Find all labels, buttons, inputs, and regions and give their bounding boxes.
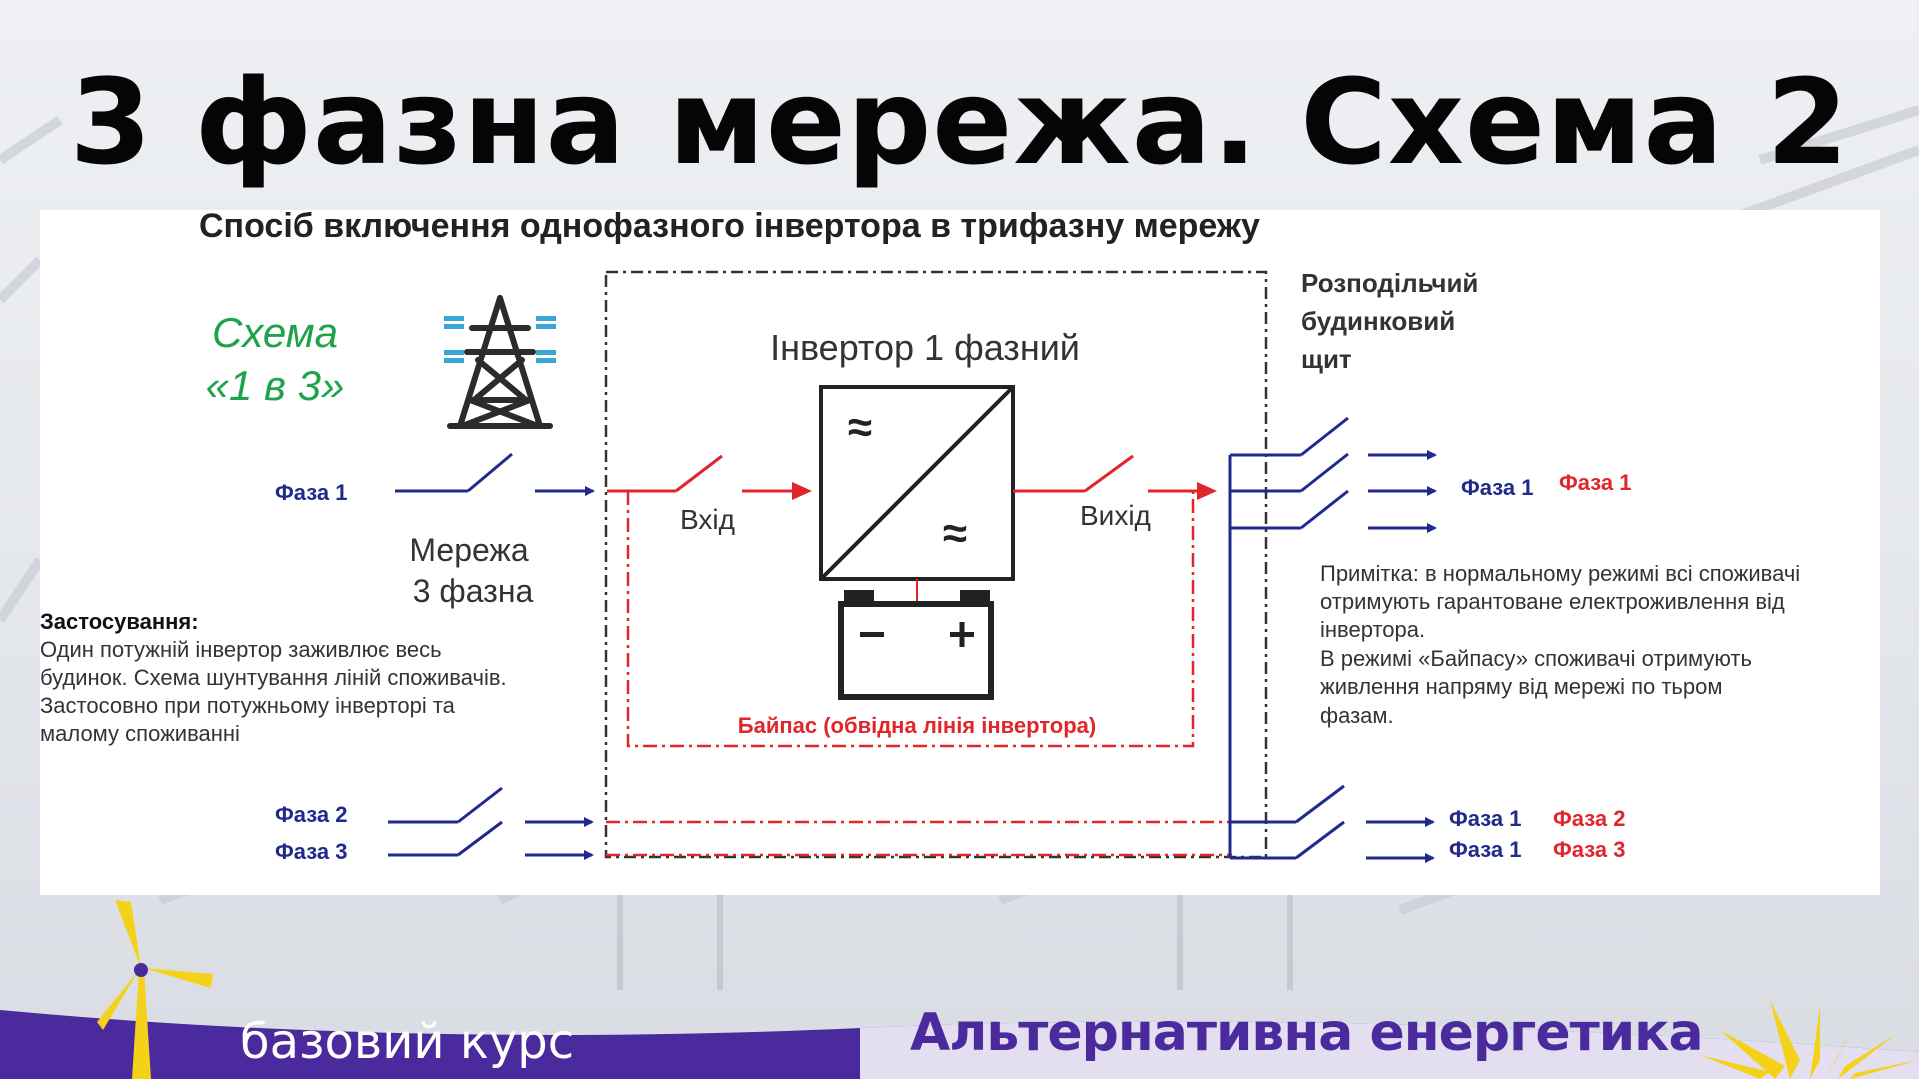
wiring-diagram: Спосіб включення однофазного інвертора в… (40, 210, 1806, 864)
application-line-1: Один потужній інвертор заживлює весь (40, 637, 442, 662)
application-line-3: Застосовно при потужньому інверторі та (40, 693, 456, 718)
note-line-4: В режимі «Байпасу» споживачі отримують (1320, 646, 1752, 671)
note-line-3: інвертора. (1320, 617, 1425, 642)
out-mid-red: Фаза 2 (1553, 806, 1626, 831)
phase1-grid-switch (467, 452, 513, 493)
panel-label-line2: будинковий (1301, 306, 1455, 336)
distribution-bus (1228, 416, 1349, 860)
svg-text:Примітка: в нормальному режимі: Примітка: в нормальному режимі всі спожи… (1320, 561, 1806, 728)
diagram-title: Спосіб включення однофазного інвертора в… (199, 210, 1260, 245)
bypass-line (626, 491, 1195, 748)
svg-text:Один потужній інвертор заживлю: Один потужній інвертор заживлює весь буд… (40, 637, 513, 746)
inverter-boundary (604, 270, 1268, 859)
bypass-label: Байпас (обвідна лінія інвертора) (738, 713, 1096, 738)
ac-symbol-bottom: ≈ (943, 509, 967, 558)
grid-label-line1: Мережа (409, 532, 528, 568)
application-line-2: будинок. Схема шунтування ліній споживач… (40, 665, 507, 690)
out-mid-blue: Фаза 1 (1449, 806, 1522, 831)
sun-icon (1700, 1000, 1919, 1079)
input-label: Вхід (680, 504, 735, 535)
inverter-box (819, 385, 1015, 581)
scheme-label-line2: «1 в 3» (206, 362, 345, 409)
inverter-label: Інвертор 1 фазний (770, 327, 1080, 368)
phase3-grid-switch (457, 820, 503, 857)
note-line-6: фазам. (1320, 703, 1394, 728)
inverter-input-switch (675, 454, 723, 493)
footer-band (0, 1010, 1919, 1079)
out-top-red: Фаза 1 (1559, 470, 1632, 495)
course-label: базовий курс (240, 1014, 575, 1070)
out-bot-red: Фаза 3 (1553, 837, 1626, 862)
note-line-2: отримують гарантоване електроживлення ві… (1320, 589, 1785, 614)
out-bot-blue: Фаза 1 (1449, 837, 1522, 862)
note-line-1: Примітка: в нормальному режимі всі спожи… (1320, 561, 1800, 586)
insulator-icons (444, 316, 556, 363)
out-top-blue: Фаза 1 (1461, 475, 1534, 500)
phase2-grid-switch (457, 786, 503, 824)
scheme-label-line1: Схема (212, 309, 338, 356)
brand-label: Альтернативна енергетика (910, 1003, 1704, 1063)
wind-turbine-icon (97, 900, 213, 1079)
battery-icon (838, 590, 994, 700)
phase2-label: Фаза 2 (275, 802, 348, 827)
panel-label-line3: щит (1301, 344, 1352, 374)
note-line-5: живлення напряму від мережі по тьром (1320, 674, 1723, 699)
inverter-output-switch (1084, 454, 1134, 493)
application-line-4: малому споживанні (40, 721, 240, 746)
ac-symbol-top: ≈ (848, 403, 872, 452)
svg-text:Розподільчий будинковий: Розподільчий будинковий щит (1301, 268, 1486, 374)
slide-title: 3 фазна мережа. Схема 2 (69, 53, 1850, 191)
output-label: Вихід (1080, 500, 1151, 531)
phase3-label: Фаза 3 (275, 839, 348, 864)
phase1-label: Фаза 1 (275, 480, 348, 505)
panel-label-line1: Розподільчий (1301, 268, 1478, 298)
grid-label-line2: 3 фазна (413, 573, 534, 609)
power-tower-icon (447, 295, 553, 429)
input-arrowhead (792, 482, 812, 500)
output-arrowhead (1197, 482, 1217, 500)
application-title: Застосування: (40, 609, 199, 634)
